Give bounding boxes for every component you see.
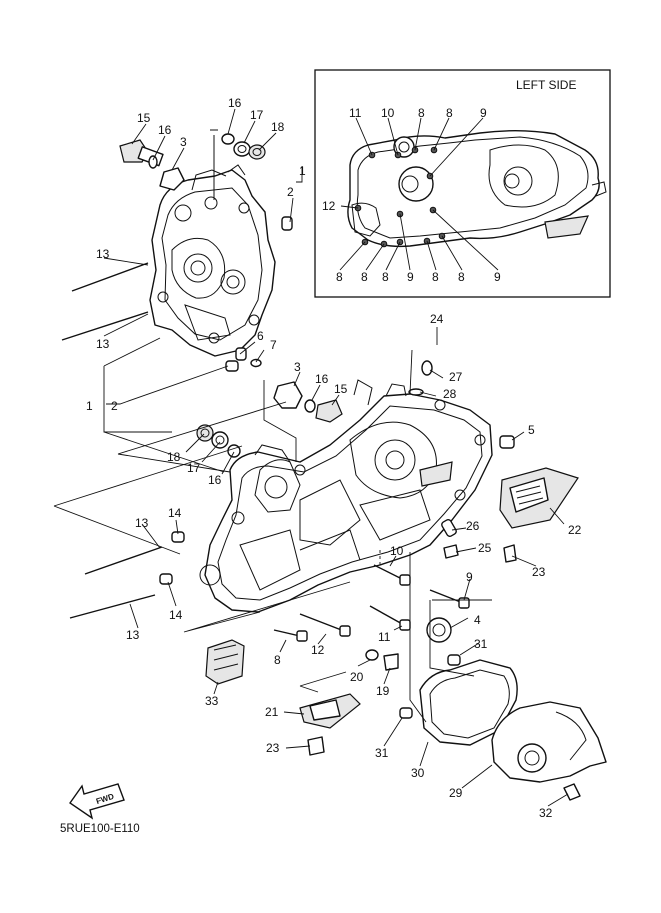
callout-13: 13	[135, 516, 149, 530]
callout-1: 1	[86, 399, 93, 413]
crankcase-bolts	[273, 564, 470, 719]
callout-24: 24	[430, 312, 444, 326]
callout-32: 32	[539, 806, 553, 820]
callout-13: 13	[96, 337, 110, 351]
inset-callout-8: 8	[432, 270, 439, 284]
callout-18: 18	[167, 450, 181, 464]
callout-20: 20	[350, 670, 364, 684]
callout-28: 28	[443, 387, 457, 401]
callout-9: 9	[466, 570, 473, 584]
crankcase-left-half	[199, 379, 493, 613]
callout-14: 14	[168, 506, 182, 520]
callout-3: 3	[180, 135, 187, 149]
callout-15: 15	[334, 382, 348, 396]
callout-4: 4	[474, 613, 481, 627]
callout-29: 29	[449, 786, 463, 800]
callout-10: 10	[390, 544, 404, 558]
callout-13: 13	[126, 628, 140, 642]
callout-23: 23	[532, 565, 546, 579]
callout-2: 2	[111, 399, 118, 413]
callout-23: 23	[266, 741, 280, 755]
callout-27: 27	[449, 370, 463, 384]
callout-7: 7	[270, 338, 277, 352]
callout-17: 17	[187, 461, 201, 475]
callout-3: 3	[294, 360, 301, 374]
callout-30: 30	[411, 766, 425, 780]
callout-18: 18	[271, 120, 285, 134]
callout-17: 17	[250, 108, 264, 122]
callout-26: 26	[466, 519, 480, 533]
callout-5: 5	[528, 423, 535, 437]
inset-callout-8: 8	[446, 106, 453, 120]
upper-small-parts	[119, 129, 293, 368]
crankcase-right-half	[149, 164, 276, 357]
inset-callout-9: 9	[407, 270, 414, 284]
inset-callout-8: 8	[418, 106, 425, 120]
stud-bolts-upper	[61, 262, 149, 341]
callout-31: 31	[375, 746, 389, 760]
callout-2: 2	[287, 185, 294, 199]
inset-callout-11: 11	[349, 106, 362, 120]
inset-title: LEFT SIDE	[516, 78, 576, 92]
callout-15: 15	[137, 111, 151, 125]
inset-callout-8: 8	[361, 270, 368, 284]
callout-16: 16	[208, 473, 222, 487]
callout-labels: 15 16 3 16 17 18 1 2 13 13 6 7 1 2 3 16 …	[86, 96, 582, 820]
callout-leaders	[103, 108, 569, 807]
diagram-code: 5RUE100-E110	[60, 823, 140, 835]
left-side-inset: LEFT SIDE 11 10 8 8 9 12 8 8 8 9 8 8 9	[314, 69, 611, 298]
assembly-guide-lines	[53, 337, 492, 723]
inset-callout-8: 8	[382, 270, 389, 284]
callout-22: 22	[568, 523, 582, 537]
gearcase-gasket-and-cover	[419, 659, 607, 801]
callout-33: 33	[205, 694, 219, 708]
callout-1: 1	[299, 164, 306, 178]
callout-31: 31	[474, 637, 488, 651]
callout-12: 12	[311, 643, 325, 657]
right-cover-parts	[441, 467, 579, 563]
inset-callout-9: 9	[494, 270, 501, 284]
fwd-arrow-icon: FWD	[69, 783, 125, 820]
callout-16: 16	[228, 96, 242, 110]
lower-left-parts	[205, 639, 361, 756]
inset-callout-12: 12	[322, 199, 336, 213]
callout-14: 14	[169, 608, 183, 622]
mid-small-parts	[159, 360, 343, 585]
callout-6: 6	[257, 329, 264, 343]
callout-11: 11	[378, 630, 391, 644]
callout-16: 16	[315, 372, 329, 386]
stud-bolts-lower	[69, 546, 163, 619]
callout-16: 16	[158, 123, 172, 137]
callout-19: 19	[376, 684, 390, 698]
breather-hose	[408, 338, 542, 449]
callout-8: 8	[274, 653, 281, 667]
callout-13: 13	[96, 247, 110, 261]
callout-25: 25	[478, 541, 492, 555]
inset-callout-8: 8	[458, 270, 465, 284]
inset-callout-9: 9	[480, 106, 487, 120]
callout-21: 21	[265, 705, 279, 719]
inset-callout-8: 8	[336, 270, 343, 284]
inset-callout-10: 10	[381, 106, 395, 120]
